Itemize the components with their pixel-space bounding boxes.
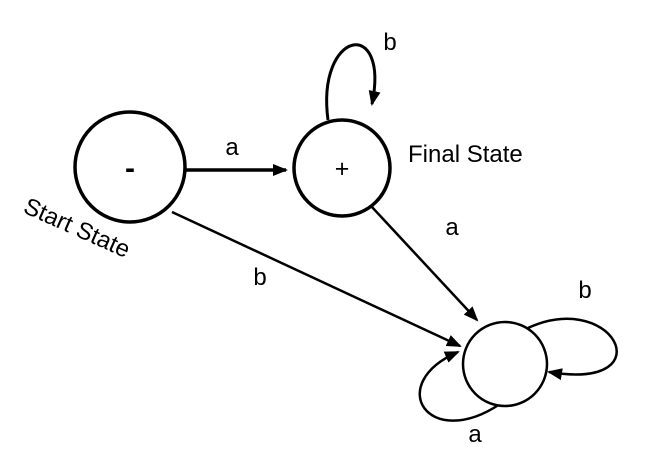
edge-final-self-loop: [325, 43, 381, 121]
state-trap-circle: [461, 320, 549, 408]
edge-trap-self-loop-bottom: [418, 350, 501, 422]
state-start-symbol: -: [125, 152, 135, 185]
edge-final-to-trap: [370, 205, 479, 322]
edge-final-to-trap-label: a: [445, 214, 459, 241]
state-start-circle: [73, 110, 187, 224]
edge-start-to-final-label: a: [225, 134, 239, 161]
edge-trap-self-loop-right-label: b: [578, 277, 591, 304]
state-final-caption: Final State: [408, 141, 523, 168]
edge-final-self-loop-label: b: [383, 29, 396, 56]
edge-start-to-trap-label: b: [253, 264, 266, 291]
edge-start-to-trap: [171, 210, 462, 348]
state-final-symbol: +: [335, 155, 350, 183]
edge-trap-self-loop-bottom-label: a: [468, 421, 482, 448]
state-final-circle: [292, 118, 392, 218]
edge-trap-self-loop-right: [519, 317, 618, 381]
